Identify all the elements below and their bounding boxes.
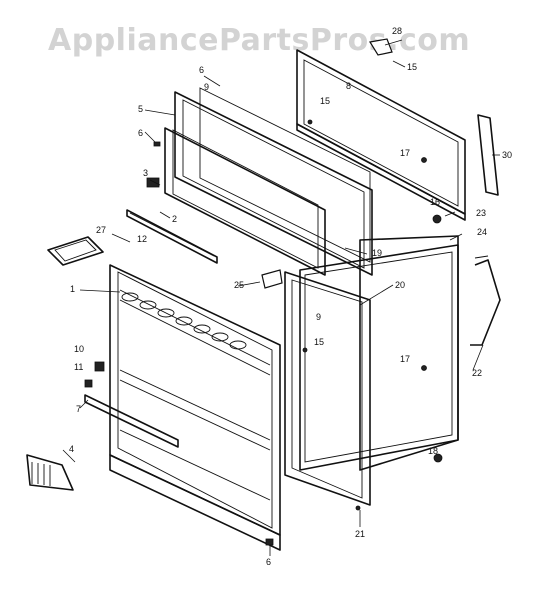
callout-15-upper: 15: [320, 96, 330, 106]
callout-6-bottom: 6: [266, 557, 271, 567]
handle-22: [470, 255, 501, 346]
fresh-food-door-inner: [109, 264, 281, 551]
callout-6-mid: 6: [138, 128, 143, 138]
callout-15-lower: 15: [314, 337, 324, 347]
callout-11: 11: [74, 362, 83, 372]
callout-12: 12: [137, 234, 147, 244]
callout-14: 15: [407, 62, 417, 72]
callout-16: 16: [430, 197, 440, 207]
fresh-food-door-panel: [299, 235, 459, 471]
callout-6-top: 6: [199, 65, 204, 75]
freezer-door-panel: [296, 49, 466, 221]
callout-1: 1: [70, 284, 75, 294]
callout-9-lower: 9: [316, 312, 321, 322]
fresh-food-door-liner: [284, 271, 371, 506]
egg-tray-holes: [121, 292, 247, 350]
callout-17-lower: 17: [400, 354, 410, 364]
callout-25: 25: [234, 280, 244, 290]
callout-4: 4: [69, 444, 74, 454]
callout-7: 7: [76, 404, 81, 414]
callout-20: 20: [395, 280, 405, 290]
door-screws: [302, 119, 443, 511]
callout-27: 27: [96, 225, 106, 235]
callout-18: 18: [428, 446, 438, 456]
callout-17-upper: 17: [400, 148, 410, 158]
hinge-parts: [84, 38, 393, 546]
callout-22: 22: [472, 368, 482, 378]
callout-9-upper: 9: [204, 82, 209, 92]
callout-30: 30: [502, 150, 512, 160]
watermark-text: AppliancePartsPros.com: [48, 23, 470, 58]
callout-19: 19: [372, 248, 382, 258]
handle-30: [477, 114, 499, 196]
leader-lines: [62, 39, 500, 556]
door-rail-7: [84, 394, 179, 448]
dairy-tray-27: [47, 236, 104, 266]
callout-3: 3: [143, 168, 148, 178]
callout-24: 24: [477, 227, 487, 237]
callout-23: 23: [476, 208, 486, 218]
callout-10: 10: [74, 344, 84, 354]
crisper-cover-4: [26, 454, 74, 491]
callout-labels: 28 15 6 5 9 8 15 6 3 2 27 12 17 30 16 23…: [69, 26, 512, 567]
callout-28: 28: [392, 26, 402, 36]
callout-8: 8: [346, 81, 351, 91]
callout-21: 21: [355, 529, 365, 539]
door-rail-12: [126, 209, 218, 264]
freezer-door-liner: [164, 87, 373, 276]
callout-5: 5: [138, 104, 143, 114]
callout-2: 2: [172, 214, 177, 224]
